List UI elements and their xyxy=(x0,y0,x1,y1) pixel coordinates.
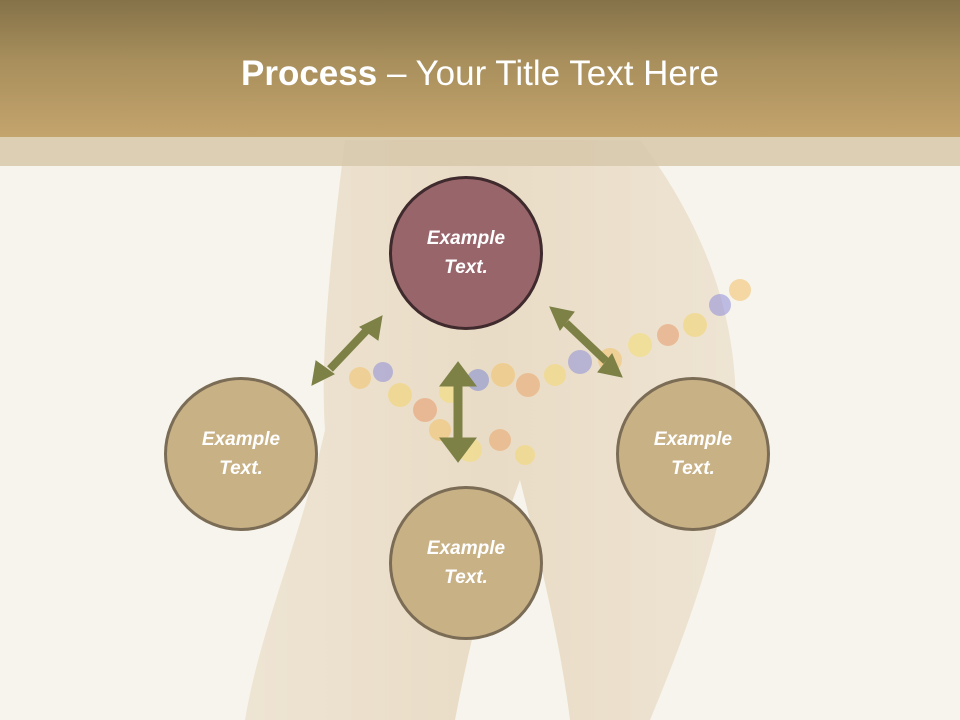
node-left-line1: Example xyxy=(201,429,281,450)
title-rest: – Your Title Text Here xyxy=(377,54,719,93)
arrow-vertical xyxy=(439,361,477,463)
node-top-line2: Text. xyxy=(444,257,488,278)
node-bottom-line2: Text. xyxy=(444,567,488,588)
node-right-line2: Text. xyxy=(671,458,715,479)
arrow-top-left xyxy=(311,315,383,386)
title-bar xyxy=(0,0,960,137)
node-top-line1: Example xyxy=(426,228,506,249)
title-bold: Process xyxy=(241,54,378,93)
node-bottom-line1: Example xyxy=(426,538,506,559)
title-bar-band xyxy=(0,137,960,166)
slide-title: Process – Your Title Text Here xyxy=(0,52,960,96)
node-right-line1: Example xyxy=(653,429,733,450)
arrow-top-right xyxy=(549,306,623,378)
node-left-line2: Text. xyxy=(219,458,263,479)
